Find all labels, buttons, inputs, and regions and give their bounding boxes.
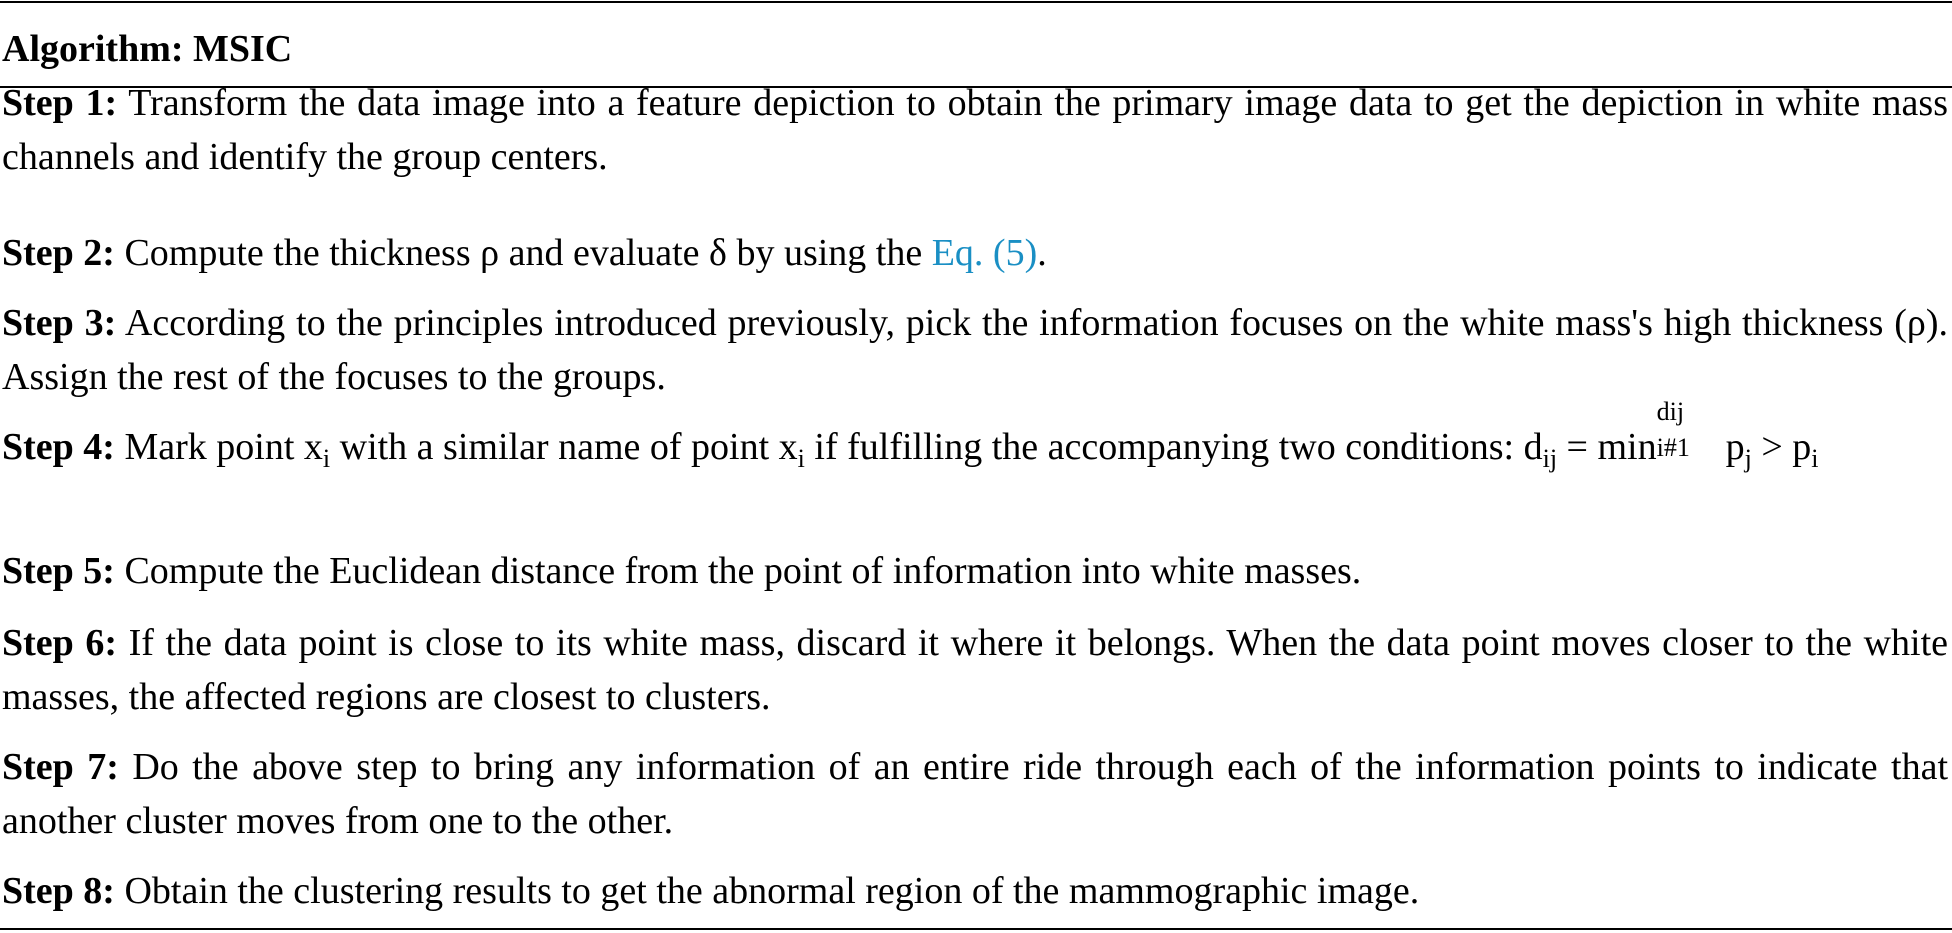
- eq-min-sub: i#1: [1656, 433, 1690, 462]
- step-2: Step 2: Compute the thickness ρ and eval…: [2, 226, 1948, 280]
- step-6-text: If the data point is close to its white …: [2, 622, 1949, 718]
- step-3-label: Step 3:: [2, 302, 117, 344]
- eq-min-sup: dij: [1656, 397, 1685, 426]
- eq-greater-p: > p: [1761, 426, 1812, 468]
- eq-d: d: [1523, 426, 1543, 468]
- equation-5-link[interactable]: Eq. (5): [931, 232, 1038, 274]
- bottom-rule: [0, 928, 1952, 930]
- step-3: Step 3: According to the principles intr…: [2, 296, 1948, 404]
- step-7: Step 7: Do the above step to bring any i…: [2, 740, 1948, 848]
- step-4-sub-a: i: [322, 444, 331, 473]
- step-4-sub-b: i: [797, 444, 805, 473]
- step-1: Step 1: Transform the data image into a …: [2, 76, 1948, 184]
- step-5-text: Compute the Euclidean distance from the …: [124, 550, 1362, 592]
- step-6-label: Step 6:: [2, 622, 118, 664]
- eq-p-sub: j: [1744, 444, 1752, 473]
- top-rule: [0, 1, 1952, 3]
- step-4-label: Step 4:: [2, 426, 115, 468]
- step-8-label: Step 8:: [2, 870, 115, 912]
- step-5: Step 5: Compute the Euclidean distance f…: [2, 544, 1948, 598]
- eq-p2-sub: i: [1811, 444, 1819, 473]
- step-2-text: Compute the thickness ρ and evaluate δ b…: [124, 232, 923, 274]
- step-7-text: Do the above step to bring any informati…: [2, 746, 1948, 842]
- step-4-text-c: if fulfilling the accompanying two condi…: [814, 426, 1515, 468]
- step-4: Step 4: Mark point xi with a similar nam…: [2, 399, 1948, 474]
- step-5-label: Step 5:: [2, 550, 115, 592]
- step-7-label: Step 7:: [2, 746, 119, 788]
- step-3-text: According to the principles introduced p…: [2, 302, 1949, 398]
- algorithm-title: Algorithm: MSIC: [2, 28, 293, 70]
- step-1-text: Transform the data image into a feature …: [2, 82, 1948, 178]
- title-rule: [0, 86, 1952, 88]
- step-8: Step 8: Obtain the clustering results to…: [2, 864, 1948, 918]
- eq-p: p: [1725, 426, 1745, 468]
- step-6: Step 6: If the data point is close to it…: [2, 616, 1948, 724]
- step-4-text-b: with a similar name of point x: [339, 426, 798, 468]
- step-4-text-a: Mark point x: [124, 426, 323, 468]
- step-2-label: Step 2:: [2, 232, 115, 274]
- step-2-period: .: [1037, 232, 1047, 274]
- step-1-label: Step 1:: [2, 82, 118, 124]
- eq-equals-min: = min: [1566, 426, 1657, 468]
- eq-d-sub: ij: [1542, 444, 1558, 473]
- step-8-text: Obtain the clustering results to get the…: [124, 870, 1420, 912]
- eq-min-limits: dij i#1: [1656, 399, 1707, 462]
